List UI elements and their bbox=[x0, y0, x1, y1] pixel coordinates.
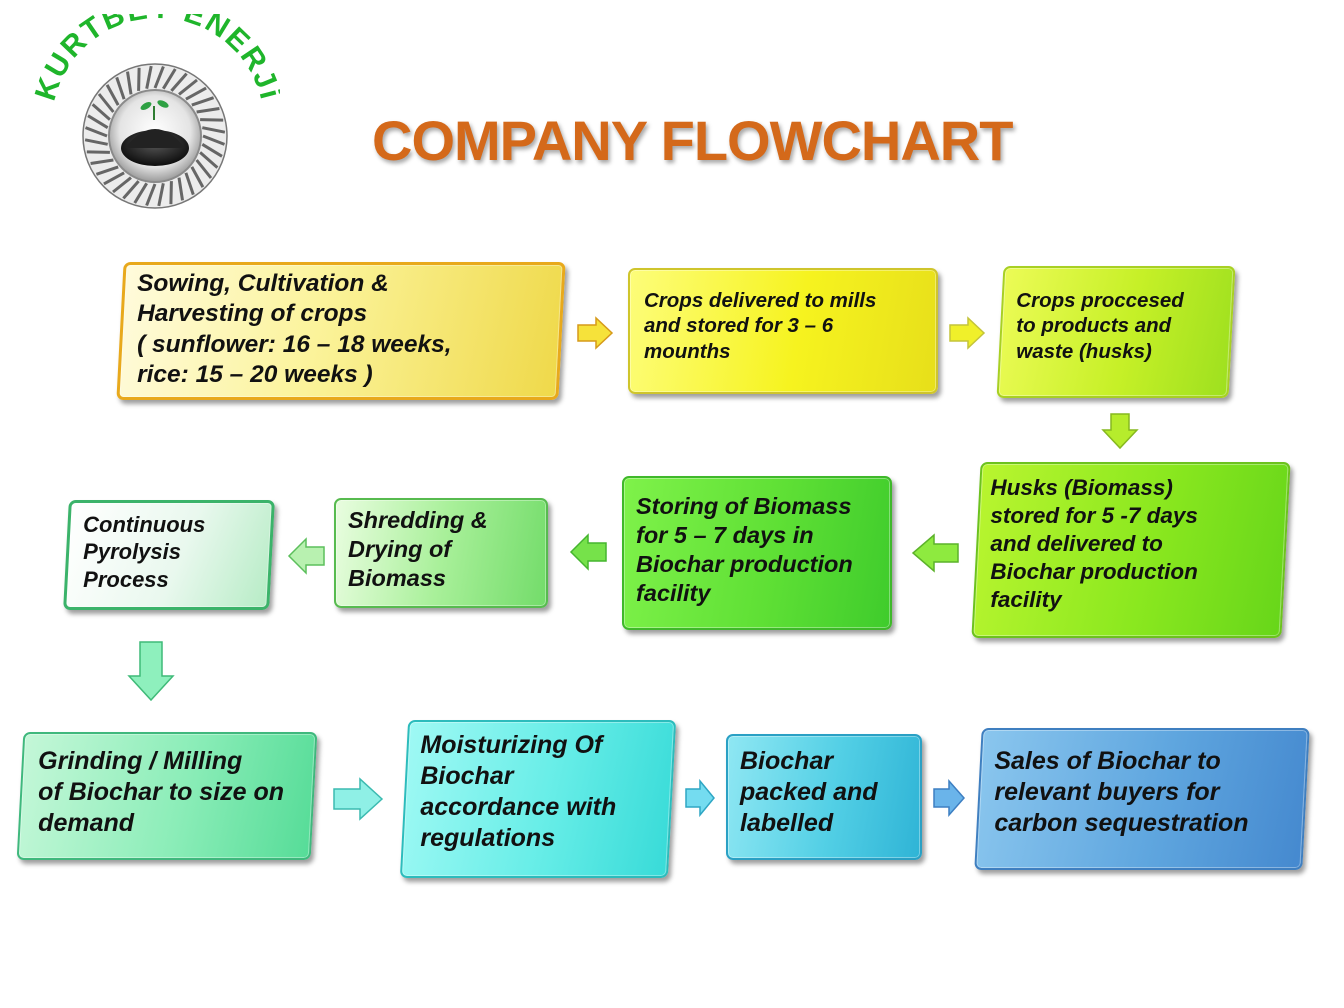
step-processed: Crops proccesed to products and waste (h… bbox=[996, 266, 1236, 398]
right-arrow-icon bbox=[685, 778, 715, 818]
turbine-blade bbox=[162, 68, 177, 90]
turbine-blade bbox=[199, 151, 219, 169]
turbine-blade bbox=[157, 183, 165, 207]
right-arrow-icon bbox=[949, 316, 986, 350]
turbine-blade bbox=[137, 67, 141, 91]
right-arrow-icon bbox=[933, 779, 966, 817]
turbine-blade bbox=[122, 180, 140, 200]
turbine-blade bbox=[126, 71, 133, 95]
step-delivered-text: Crops delivered to mills and stored for … bbox=[644, 289, 877, 363]
turbine-blade bbox=[184, 172, 195, 196]
left-arrow-icon bbox=[569, 533, 607, 571]
step-sowing: Sowing, Cultivation & Harvesting of crop… bbox=[116, 262, 566, 400]
turbine-blade bbox=[195, 159, 213, 179]
turbine-blade bbox=[201, 143, 223, 158]
turbine-blade bbox=[133, 182, 148, 204]
turbine-blade bbox=[185, 86, 207, 101]
turbine-blade bbox=[169, 181, 173, 205]
turbine-blade bbox=[178, 78, 198, 96]
step-pyrolysis-text: Continuous Pyrolysis Process bbox=[83, 512, 206, 592]
right-arrow-icon bbox=[577, 316, 614, 350]
step-shredding-text: Shredding & Drying of Biomass bbox=[348, 507, 488, 592]
step-sowing-text: Sowing, Cultivation & Harvesting of crop… bbox=[137, 270, 452, 389]
turbine-blade bbox=[86, 150, 110, 154]
step-pyrolysis: Continuous Pyrolysis Process bbox=[63, 500, 275, 610]
turbine-blade bbox=[105, 84, 120, 106]
turbine-blade bbox=[115, 76, 126, 100]
turbine-blade bbox=[145, 183, 157, 207]
step-grinding: Grinding / Milling of Biochar to size on… bbox=[16, 732, 318, 860]
right-arrow-icon bbox=[333, 777, 384, 821]
turbine-blade bbox=[202, 126, 226, 134]
step-husks: Husks (Biomass) stored for 5 -7 days and… bbox=[971, 462, 1291, 638]
turbine-blade bbox=[97, 93, 115, 113]
turbine-blade bbox=[95, 165, 119, 176]
step-sales-text: Sales of Biochar to relevant buyers for … bbox=[994, 747, 1249, 837]
step-packed: Biochar packed and labelled bbox=[726, 734, 922, 860]
left-arrow-icon bbox=[287, 537, 325, 575]
turbine-blade bbox=[90, 158, 114, 165]
kurtbey-enerji-logo: KURTBEY ENERJi bbox=[30, 14, 280, 209]
turbine-blade bbox=[200, 118, 224, 122]
turbine-blade bbox=[196, 107, 220, 114]
step-moisturizing: Moisturizing Of Biochar accordance with … bbox=[399, 720, 677, 878]
turbine-blade bbox=[145, 65, 153, 89]
step-husks-text: Husks (Biomass) stored for 5 -7 days and… bbox=[990, 475, 1198, 612]
turbine-blade bbox=[112, 176, 132, 194]
down-arrow-icon bbox=[1101, 413, 1139, 450]
step-storing: Storing of Biomass for 5 – 7 days in Bio… bbox=[622, 476, 892, 630]
turbine-blade bbox=[153, 65, 165, 89]
turbine-blade bbox=[84, 138, 108, 146]
turbine-blade bbox=[202, 134, 226, 146]
turbine-blade bbox=[87, 114, 109, 129]
turbine-blade bbox=[191, 96, 215, 107]
step-grinding-text: Grinding / Milling of Biochar to size on… bbox=[38, 747, 285, 837]
down-arrow-icon bbox=[127, 641, 175, 702]
turbine-blade bbox=[103, 171, 125, 186]
sprout-icon bbox=[140, 100, 169, 120]
page-title: COMPANY FLOWCHART bbox=[372, 109, 1013, 172]
turbine-blade bbox=[91, 103, 111, 121]
step-moisturizing-text: Moisturizing Of Biochar accordance with … bbox=[420, 731, 617, 852]
left-arrow-icon bbox=[911, 533, 959, 573]
turbine-blade bbox=[190, 166, 205, 188]
turbine-blade bbox=[177, 177, 184, 201]
step-delivered: Crops delivered to mills and stored for … bbox=[628, 268, 938, 394]
step-storing-text: Storing of Biomass for 5 – 7 days in Bio… bbox=[636, 493, 853, 607]
step-shredding: Shredding & Drying of Biomass bbox=[334, 498, 548, 608]
step-processed-text: Crops proccesed to products and waste (h… bbox=[1016, 289, 1184, 363]
turbine-blade bbox=[84, 126, 108, 138]
turbine-blade bbox=[170, 72, 188, 92]
step-sales: Sales of Biochar to relevant buyers for … bbox=[974, 728, 1310, 870]
step-packed-text: Biochar packed and labelled bbox=[740, 747, 878, 837]
